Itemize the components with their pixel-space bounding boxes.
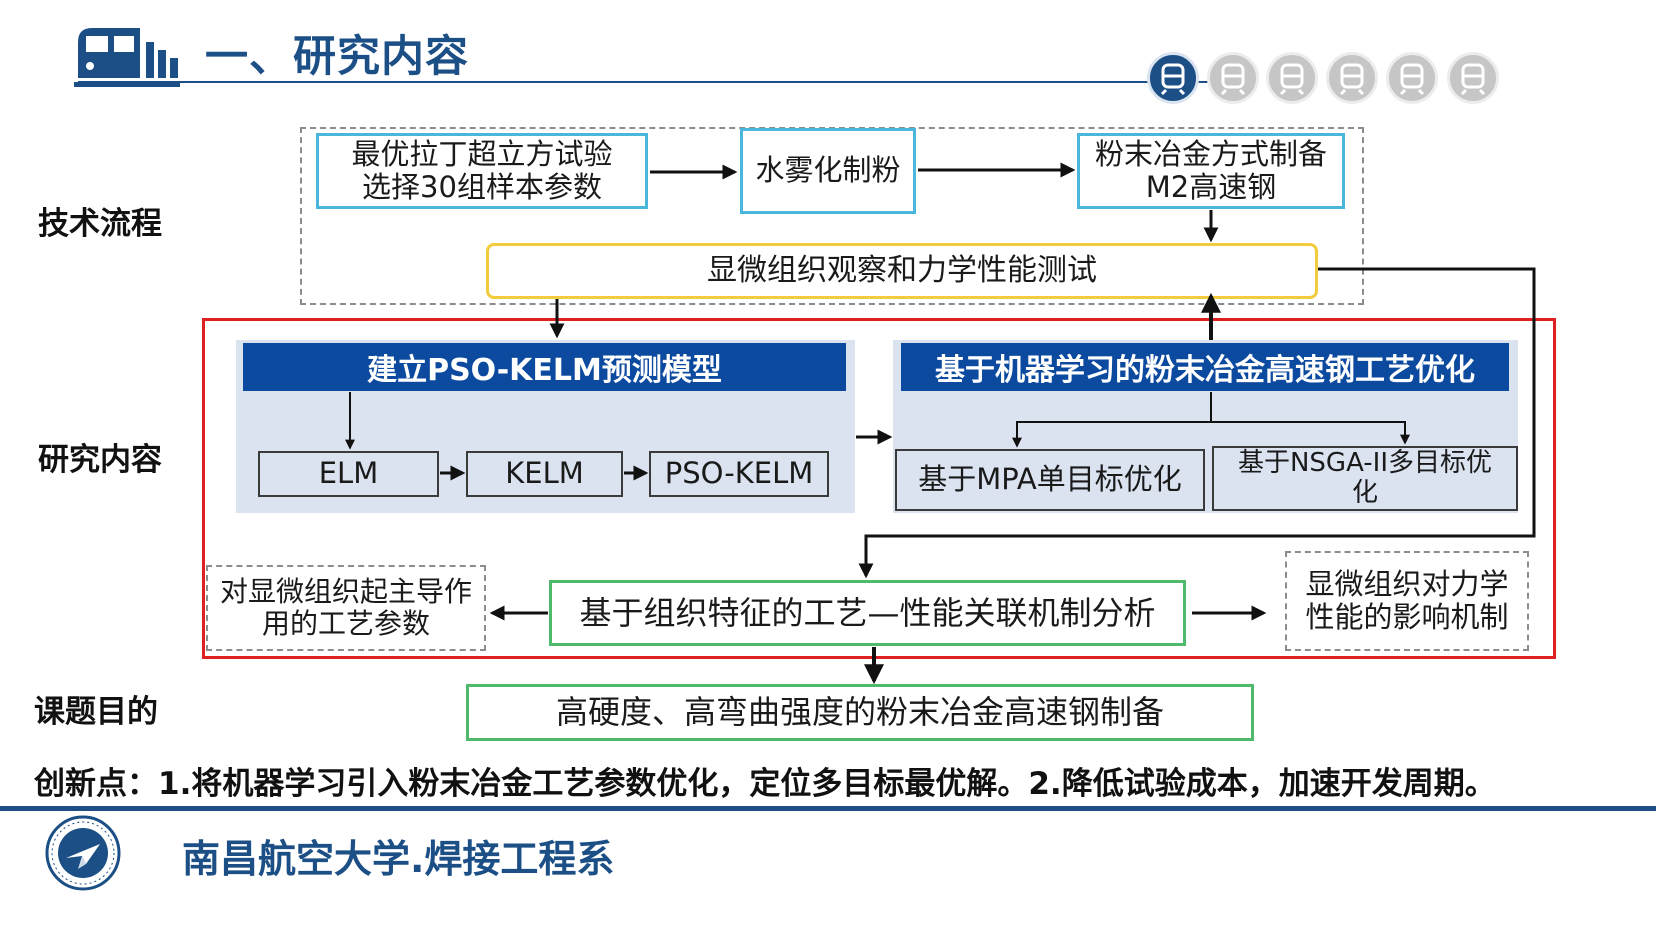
box-influence-mechanism-line1: 显微组织对力学 bbox=[1305, 566, 1509, 601]
optimize-header: 基于机器学习的粉末冶金高速钢工艺优化 bbox=[901, 343, 1509, 391]
footer-institution: 南昌航空大学.焊接工程系 bbox=[182, 837, 615, 881]
box-dominant-parameters: 对显微组织起主导作 用的工艺参数 bbox=[206, 565, 486, 651]
box-microstructure-test: 显微组织观察和力学性能测试 bbox=[486, 243, 1318, 299]
nav-dot-2[interactable] bbox=[1207, 52, 1259, 104]
label-tech-flow: 技术流程 bbox=[38, 206, 162, 242]
box-nsga-optimization: 基于NSGA-II多目标优 化 bbox=[1212, 446, 1518, 511]
train-icon bbox=[1399, 63, 1425, 96]
nav-dot-6[interactable] bbox=[1447, 52, 1499, 104]
box-water-atomization: 水雾化制粉 bbox=[740, 128, 916, 214]
box-goal-text: 高硬度、高弯曲强度的粉末冶金高速钢制备 bbox=[555, 693, 1164, 732]
footer-divider bbox=[0, 806, 1656, 811]
box-microstructure-test-text: 显微组织观察和力学性能测试 bbox=[707, 252, 1097, 288]
innovation-statement: 创新点：1.将机器学习引入粉末冶金工艺参数优化，定位多目标最优解。2.降低试验成… bbox=[34, 766, 1496, 802]
university-seal-icon bbox=[45, 815, 121, 891]
nav-dot-3[interactable] bbox=[1266, 52, 1318, 104]
box-nsga-optimization-line2: 化 bbox=[1351, 477, 1378, 508]
box-pso-kelm: PSO-KELM bbox=[649, 451, 829, 497]
box-experiment-design: 最优拉丁超立方试验 选择30组样本参数 bbox=[316, 133, 648, 209]
box-dominant-parameters-line2: 用的工艺参数 bbox=[261, 607, 430, 640]
box-influence-mechanism: 显微组织对力学 性能的影响机制 bbox=[1285, 551, 1529, 651]
box-influence-mechanism-line2: 性能的影响机制 bbox=[1305, 600, 1509, 634]
train-icon bbox=[1160, 63, 1186, 96]
box-mpa-optimization: 基于MPA单目标优化 bbox=[895, 449, 1205, 511]
box-pso-kelm-text: PSO-KELM bbox=[664, 456, 814, 491]
box-pm-preparation-line2: M2高速钢 bbox=[1145, 170, 1277, 204]
page-title: 一、研究内容 bbox=[205, 32, 469, 82]
box-experiment-design-line2: 选择30组样本参数 bbox=[362, 170, 602, 204]
box-nsga-optimization-line1: 基于NSGA-II多目标优 bbox=[1237, 447, 1493, 478]
model-header: 建立PSO-KELM预测模型 bbox=[243, 343, 846, 391]
box-kelm: KELM bbox=[466, 451, 623, 497]
box-water-atomization-text: 水雾化制粉 bbox=[755, 153, 901, 188]
box-elm-text: ELM bbox=[318, 456, 379, 491]
nav-dot-1[interactable] bbox=[1147, 52, 1199, 104]
nav-dot-5[interactable] bbox=[1386, 52, 1438, 104]
train-icon bbox=[1220, 63, 1246, 96]
box-mechanism-analysis-text: 基于组织特征的工艺—性能关联机制分析 bbox=[579, 593, 1156, 632]
box-goal: 高硬度、高弯曲强度的粉末冶金高速钢制备 bbox=[466, 684, 1254, 741]
nav-dot-4[interactable] bbox=[1326, 52, 1378, 104]
label-purpose: 课题目的 bbox=[34, 694, 158, 730]
label-research-content: 研究内容 bbox=[38, 442, 162, 478]
train-icon bbox=[1279, 63, 1305, 96]
box-elm: ELM bbox=[258, 451, 439, 497]
train-icon bbox=[1460, 63, 1486, 96]
box-mpa-optimization-text: 基于MPA单目标优化 bbox=[918, 462, 1182, 497]
train-icon bbox=[1339, 63, 1365, 96]
box-pm-preparation: 粉末冶金方式制备 M2高速钢 bbox=[1077, 133, 1345, 209]
header-divider bbox=[78, 81, 1218, 83]
train-icon bbox=[74, 28, 180, 87]
box-kelm-text: KELM bbox=[505, 456, 584, 491]
box-experiment-design-line1: 最优拉丁超立方试验 bbox=[351, 136, 613, 171]
box-mechanism-analysis: 基于组织特征的工艺—性能关联机制分析 bbox=[549, 580, 1186, 646]
box-pm-preparation-line1: 粉末冶金方式制备 bbox=[1094, 136, 1327, 171]
box-dominant-parameters-line1: 对显微组织起主导作 bbox=[219, 574, 472, 608]
